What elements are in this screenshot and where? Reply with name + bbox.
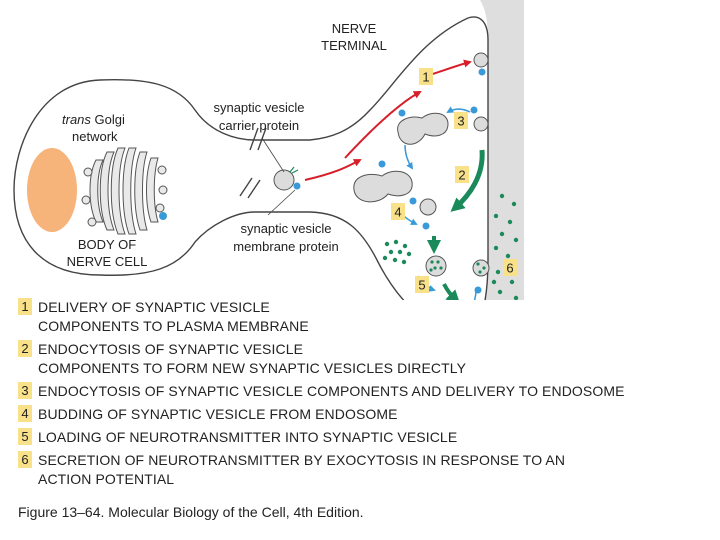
endosome-upper — [397, 112, 449, 145]
carrier-protein-label-2: carrier protein — [219, 118, 299, 133]
svg-text:4: 4 — [394, 205, 401, 220]
legend-item-2: 2 ENDOCYTOSIS OF SYNAPTIC VESICLE COMPON… — [18, 340, 708, 378]
step-tag-5: 5 — [415, 276, 429, 293]
body-of-nerve-cell-label: BODY OF — [78, 237, 136, 252]
trans-golgi-label: trans Golgi — [62, 112, 125, 127]
svg-text:5: 5 — [418, 278, 425, 293]
carrier-pointer — [261, 137, 285, 173]
step-tag-6: 6 — [503, 259, 517, 276]
step-tag-4: 4 — [391, 203, 405, 220]
svg-text:3: 3 — [457, 114, 464, 129]
legend-text: BUDDING OF SYNAPTIC VESICLE FROM ENDOSOM… — [38, 406, 398, 422]
membrane-protein-dots — [378, 68, 486, 294]
step-legend: 1 DELIVERY OF SYNAPTIC VESICLE COMPONENT… — [18, 298, 708, 493]
budding-vesicle — [419, 198, 437, 216]
legend-number: 5 — [18, 428, 32, 445]
legend-text: DELIVERY OF SYNAPTIC VESICLE COMPONENTS … — [38, 299, 309, 334]
vesicle-contents — [429, 260, 486, 274]
nucleus — [27, 148, 77, 232]
legend-number: 6 — [18, 451, 32, 468]
loaded-vesicle-1 — [425, 255, 447, 277]
legend-number: 4 — [18, 405, 32, 422]
carrier-vesicle — [273, 169, 295, 191]
legend-text: ENDOCYTOSIS OF SYNAPTIC VESICLE COMPONEN… — [38, 341, 467, 376]
neurotransmitter-cluster — [382, 239, 412, 265]
legend-number: 3 — [18, 382, 32, 399]
step-tag-2: 2 — [455, 166, 469, 183]
step-tag-1: 1 — [419, 68, 433, 85]
axon-break-top — [249, 127, 267, 151]
legend-number: 1 — [18, 298, 32, 315]
legend-text: ENDOCYTOSIS OF SYNAPTIC VESICLE COMPONEN… — [38, 383, 625, 399]
golgi-stack — [81, 147, 168, 235]
membrane-protein-label: synaptic vesicle — [240, 221, 331, 236]
legend-item-3: 3 ENDOCYTOSIS OF SYNAPTIC VESICLE COMPON… — [18, 382, 708, 401]
carrier-protein-label: synaptic vesicle — [213, 100, 304, 115]
legend-number: 2 — [18, 340, 32, 357]
legend-item-5: 5 LOADING OF NEUROTRANSMITTER INTO SYNAP… — [18, 428, 708, 447]
trans-golgi-label-2: network — [72, 129, 118, 144]
nerve-terminal-label: NERVE — [332, 21, 377, 36]
svg-text:6: 6 — [506, 261, 513, 276]
secreted-neurotransmitter — [491, 193, 519, 300]
step-tag-3: 3 — [454, 112, 468, 129]
carrier-protein-tag — [289, 166, 299, 174]
transport-arrow-1 — [304, 159, 362, 181]
svg-text:2: 2 — [458, 168, 465, 183]
membrane-protein-dot — [293, 182, 301, 190]
nerve-terminal-label-2: TERMINAL — [321, 38, 387, 53]
endosome-lower — [353, 170, 413, 203]
membrane-pointer — [267, 189, 296, 216]
golgi-membrane-protein — [159, 212, 167, 220]
pathway-arrows-green — [427, 149, 485, 300]
axon-break-bottom — [239, 177, 261, 199]
legend-item-6: 6 SECRETION OF NEUROTRANSMITTER BY EXOCY… — [18, 451, 708, 489]
figure-caption: Figure 13–64. Molecular Biology of the C… — [18, 504, 364, 520]
docked-vesicles — [472, 52, 490, 277]
synaptic-vesicle-diagram: 1 3 2 4 6 5 NERVE TERMINAL trans Golgi n… — [13, 0, 524, 300]
svg-text:1: 1 — [422, 70, 429, 85]
legend-text: LOADING OF NEUROTRANSMITTER INTO SYNAPTI… — [38, 429, 458, 445]
legend-text: SECRETION OF NEUROTRANSMITTER BY EXOCYTO… — [38, 452, 566, 487]
transport-arrow-2 — [344, 91, 422, 159]
legend-item-1: 1 DELIVERY OF SYNAPTIC VESICLE COMPONENT… — [18, 298, 708, 336]
membrane-protein-label-2: membrane protein — [233, 239, 339, 254]
legend-item-4: 4 BUDDING OF SYNAPTIC VESICLE FROM ENDOS… — [18, 405, 708, 424]
extracellular-space — [480, 0, 524, 300]
body-of-nerve-cell-label-2: NERVE CELL — [67, 254, 148, 269]
